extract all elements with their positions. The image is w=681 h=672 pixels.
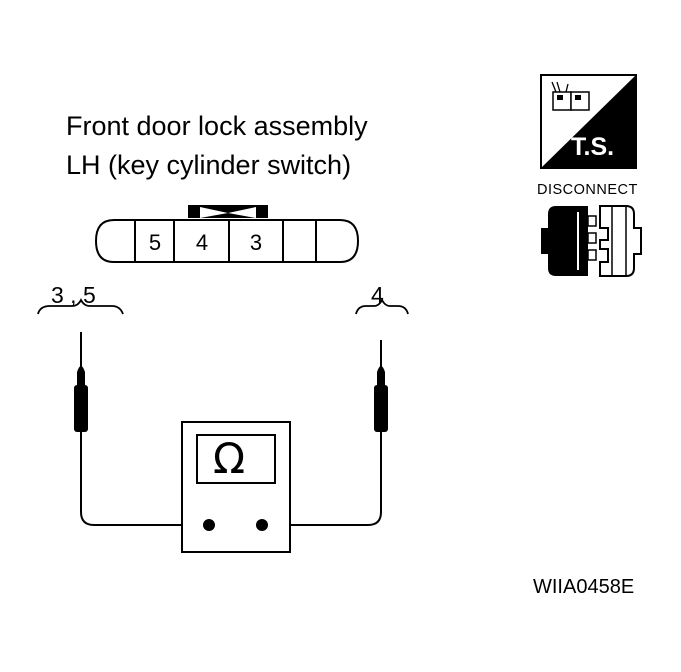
ts-icon-label: T.S. <box>571 133 615 161</box>
connector-body <box>94 219 360 263</box>
figure-code: WIIA0458E <box>533 576 635 598</box>
ohm-symbol: Ω <box>213 434 246 483</box>
component-title-line-2: LH (key cylinder switch) <box>66 150 352 180</box>
right-probe-label: 4 <box>371 282 384 308</box>
connector-pin-3: 3 <box>250 230 262 255</box>
left-probe-brace <box>37 297 124 315</box>
left-probe-label: 3 , 5 <box>51 282 96 308</box>
connector-pin-2: 4 <box>196 230 208 255</box>
right-probe-brace <box>355 297 409 315</box>
ts-icon <box>540 74 637 169</box>
connector-pin-1: 5 <box>149 230 161 255</box>
right-test-probe <box>262 340 388 526</box>
ohmmeter-display <box>196 434 276 484</box>
component-title-line-1: Front door lock assembly <box>66 111 368 141</box>
connector-lock-arrow <box>200 207 228 218</box>
left-test-probe <box>74 332 205 526</box>
ohmmeter-terminal-positive <box>256 519 268 531</box>
disconnect-icon-label: DISCONNECT <box>537 182 638 198</box>
ohmmeter-terminal-negative <box>203 519 215 531</box>
ohmmeter <box>181 421 291 553</box>
connector: 5 4 3 <box>94 205 360 263</box>
disconnect-icon <box>541 205 642 277</box>
